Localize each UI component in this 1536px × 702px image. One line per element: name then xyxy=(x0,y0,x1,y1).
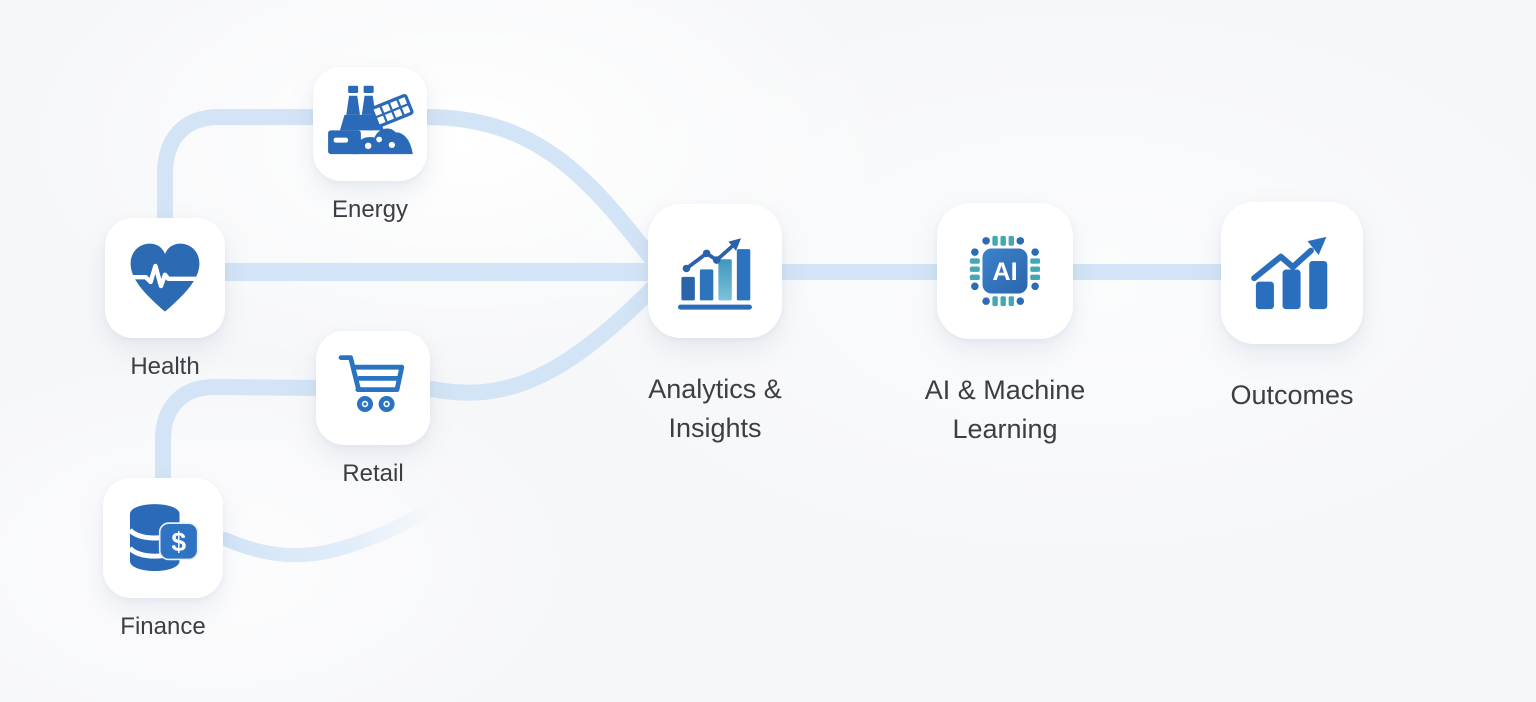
chip-pins-blue xyxy=(971,237,1039,305)
finance-label: Finance xyxy=(120,613,206,640)
analytics-card xyxy=(648,204,782,338)
trend-line xyxy=(684,244,734,271)
trend-markers xyxy=(682,238,742,273)
finance-card: $ xyxy=(103,478,223,598)
ai-label-line2: Learning xyxy=(952,413,1058,444)
ai-chip-icon: AI xyxy=(969,235,1041,307)
factory-energy-icon xyxy=(328,85,414,155)
ai-label-line1: AI & Machine xyxy=(924,375,1086,405)
chart-bars xyxy=(681,249,751,301)
node-retail: Retail xyxy=(316,331,430,487)
coal-dots xyxy=(364,136,395,150)
pulse-line xyxy=(130,263,200,289)
health-label: Health xyxy=(130,353,200,380)
shopping-cart-icon xyxy=(338,355,405,412)
heart-pulse-icon xyxy=(130,243,200,312)
retail-label: Retail xyxy=(342,460,404,487)
analytics-label-line1: Analytics & xyxy=(648,374,782,404)
node-ai: AI AI & Machine Learning xyxy=(925,203,1085,444)
chip-pins-teal xyxy=(969,235,1041,307)
wheel-hub xyxy=(385,402,389,406)
analytics-label: Analytics & Insights xyxy=(555,370,875,448)
growth-arrow-head xyxy=(1307,236,1327,255)
energy-label: Energy xyxy=(331,196,409,223)
chip-text: AI xyxy=(992,258,1017,286)
growth-chart-icon xyxy=(1251,236,1328,310)
chart-baseline xyxy=(678,304,752,310)
node-finance: $ Finance xyxy=(103,478,223,640)
retail-card xyxy=(316,331,430,445)
connector-finance-analytics xyxy=(218,496,448,563)
outcomes-label: Outcomes xyxy=(1230,380,1354,410)
growth-arrow-line xyxy=(1251,247,1314,282)
node-outcomes: Outcomes xyxy=(1221,202,1363,410)
solar-panel xyxy=(370,94,414,128)
health-card xyxy=(105,218,225,338)
wheel-hub xyxy=(363,402,367,406)
dollar-sign: $ xyxy=(171,527,186,557)
node-health: Health xyxy=(105,218,225,380)
dollar-badge xyxy=(158,522,199,561)
connector-retail-analytics xyxy=(155,277,664,516)
connector-energy-analytics xyxy=(157,109,664,272)
finance-database-icon: $ xyxy=(127,504,199,572)
ai-card: AI xyxy=(937,203,1073,339)
analytics-label-line2: Insights xyxy=(668,412,762,443)
ai-label: AI & Machine Learning xyxy=(845,371,1165,449)
chip-body xyxy=(982,248,1028,294)
cart-frame xyxy=(338,355,405,412)
growth-bars xyxy=(1255,260,1328,310)
analytics-chart-icon xyxy=(678,238,752,310)
node-energy: Energy xyxy=(313,67,427,223)
factory-window xyxy=(333,137,349,143)
outcomes-card xyxy=(1221,202,1363,344)
energy-card xyxy=(313,67,427,181)
node-analytics: Analytics & Insights xyxy=(648,204,782,443)
